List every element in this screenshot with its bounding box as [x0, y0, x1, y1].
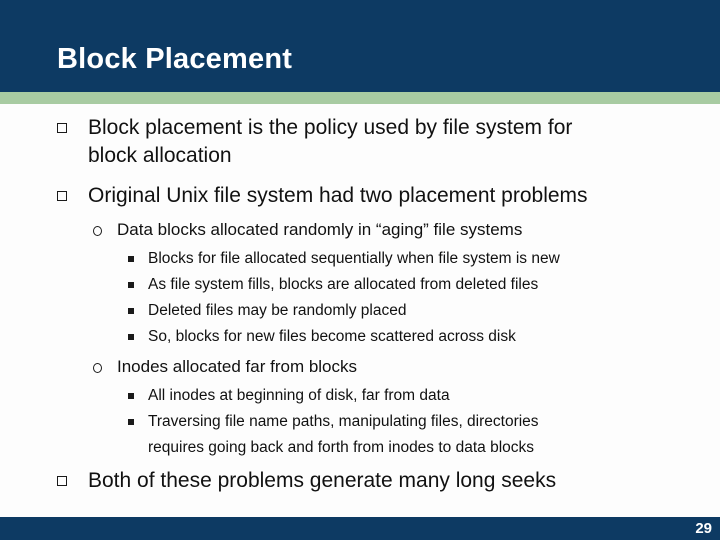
bullet-text: Inodes allocated far from blocks [117, 357, 358, 376]
bullet-text: Original Unix file system had two placem… [88, 184, 588, 207]
bullet-item: Blocks for file allocated sequentially w… [128, 246, 720, 272]
bullet-text: Deleted files may be randomly placed [148, 302, 407, 319]
bullet-item: Block placement is the policy used by fi… [57, 114, 720, 170]
slide-header-bar: Block Placement [0, 0, 720, 92]
hollow-square-bullet-icon [57, 114, 88, 133]
bullet-text: Blocks for file allocated sequentially w… [148, 250, 560, 267]
slide-footer-bar: 29 [0, 517, 720, 540]
circle-bullet-icon [93, 354, 117, 373]
bullet-text: So, blocks for new files become scattere… [148, 328, 516, 345]
filled-square-bullet-icon [128, 324, 148, 340]
bullet-item: As file system fills, blocks are allocat… [128, 272, 720, 298]
page-number: 29 [695, 520, 712, 537]
bullet-item: Inodes allocated far from blocks [93, 354, 720, 380]
bullet-item: Original Unix file system had two placem… [57, 182, 720, 210]
bullet-item: All inodes at beginning of disk, far fro… [128, 383, 720, 409]
filled-square-bullet-icon [128, 409, 148, 425]
filled-square-bullet-icon [128, 298, 148, 314]
circle-bullet-icon [93, 217, 117, 236]
bullet-item: So, blocks for new files become scattere… [128, 324, 720, 350]
bullet-text: Both of these problems generate many lon… [88, 469, 557, 492]
accent-band [0, 92, 720, 104]
slide-title: Block Placement [57, 43, 293, 75]
bullet-item: Deleted files may be randomly placed [128, 298, 720, 324]
bullet-text: All inodes at beginning of disk, far fro… [148, 387, 450, 404]
bullet-text: Data blocks allocated randomly in “aging… [117, 220, 523, 239]
bullet-item: Both of these problems generate many lon… [57, 467, 720, 495]
bullet-text: Block placement is the policy used by fi… [88, 116, 573, 167]
bullet-text: As file system fills, blocks are allocat… [148, 276, 539, 293]
bullet-list: Block placement is the policy used by fi… [0, 104, 720, 517]
hollow-square-bullet-icon [57, 182, 88, 201]
filled-square-bullet-icon [128, 272, 148, 288]
filled-square-bullet-icon [128, 383, 148, 399]
hollow-square-bullet-icon [57, 467, 88, 486]
filled-square-bullet-icon [128, 246, 148, 262]
bullet-item: Traversing file name paths, manipulating… [128, 409, 720, 461]
bullet-item: Data blocks allocated randomly in “aging… [93, 217, 720, 243]
bullet-text: Traversing file name paths, manipulating… [148, 413, 539, 456]
